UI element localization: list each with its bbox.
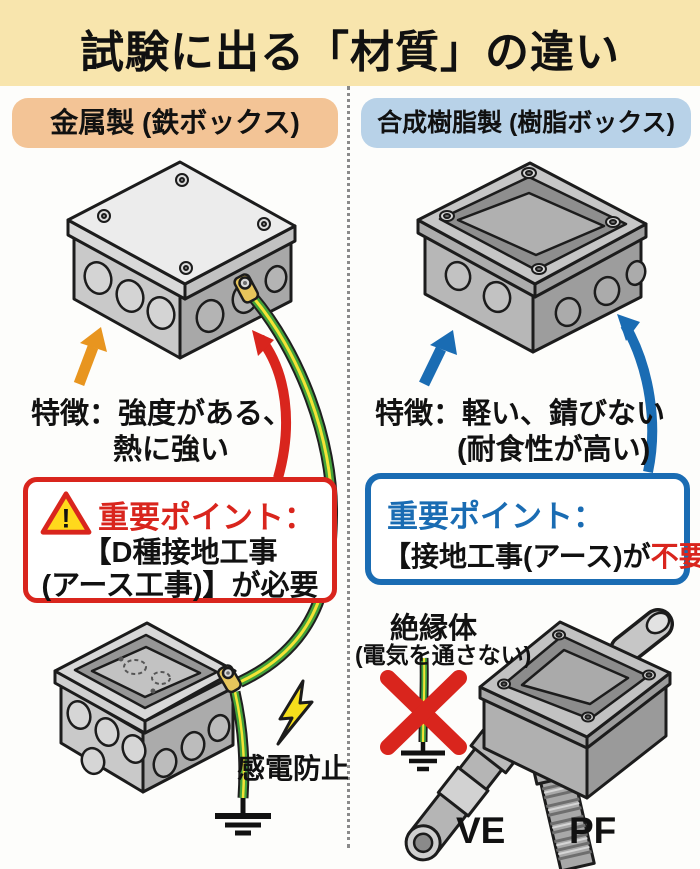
- column-divider: [347, 86, 350, 848]
- left-feature-line2: 熱に強い: [113, 434, 230, 466]
- left-feature-line1: 特徴：強度がある、: [31, 398, 293, 430]
- left-point-line1: 【D種接地工事: [82, 537, 278, 569]
- insulator-subtitle: (電気を通さない): [355, 642, 532, 668]
- page-title: 試験に出る「材質」の違い: [80, 28, 620, 77]
- right-column-header: 合成樹脂製 (樹脂ボックス): [361, 98, 691, 148]
- resin-box-conduits-illustration: [404, 608, 674, 869]
- resin-box-open-illustration: [416, 161, 648, 354]
- left-point-box: ! 重要ポイント： 【D種接地工事 (アース工事)】が必要: [23, 477, 337, 603]
- floor-knockout-marks: [123, 659, 171, 685]
- insulator-title: 絶縁体: [390, 613, 478, 645]
- header-band: 試験に出る「材質」の違い: [0, 0, 700, 86]
- ve-conduit-label: VE: [456, 810, 506, 851]
- metal-box-closed-illustration: [66, 160, 297, 360]
- warning-triangle-icon: !: [40, 491, 92, 535]
- right-point-heading: 重要ポイント：: [387, 499, 604, 534]
- pf-stub: [609, 608, 674, 666]
- left-point-line2: (アース工事)】が必要: [41, 570, 319, 602]
- shock-prevention-caption: 感電防止: [237, 753, 350, 784]
- metal-box-open-illustration: [53, 621, 237, 794]
- right-feature-line1: 特徴：軽い、錆びない: [375, 398, 666, 430]
- right-point-line-prefix: 【接地工事(アース)が: [383, 541, 651, 572]
- flange-screw-holes: [439, 167, 621, 275]
- right-point-box: 重要ポイント： 【接地工事(アース)が不要】: [365, 473, 700, 585]
- right-point-line: 【接地工事(アース)が不要】: [383, 535, 700, 575]
- right-point-line-highlight: 不要: [650, 541, 700, 572]
- right-feature-line2: (耐食性が高い): [457, 434, 651, 466]
- left-point-heading: 重要ポイント：: [98, 500, 315, 535]
- left-column-header: 金属製 (鉄ボックス): [12, 98, 338, 148]
- flange-screw-holes: [497, 629, 656, 723]
- pf-conduit-label: PF: [569, 810, 617, 851]
- lid-screws: [97, 173, 271, 275]
- svg-text:!: !: [62, 503, 71, 533]
- lightning-icon: [276, 679, 314, 746]
